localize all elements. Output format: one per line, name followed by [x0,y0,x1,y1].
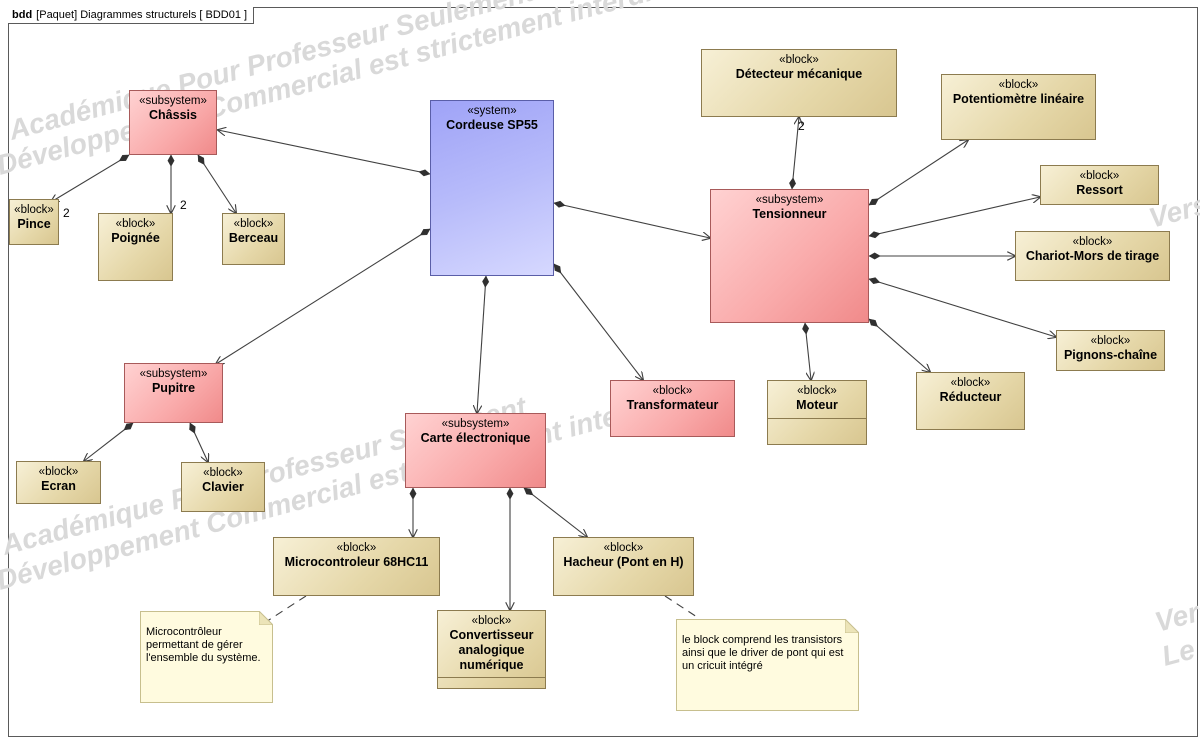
block-name: Tensionneur [752,207,827,221]
block-detecteur-mecanique[interactable]: «block» Détecteur mécanique [701,49,897,117]
block-name: Pince [17,217,51,231]
stereotype-label: «block» [115,218,156,230]
stereotype-label: «block» [1090,335,1131,347]
stereotype-label: «block» [233,218,274,230]
block-convertisseur[interactable]: «block» Convertisseur analogique numériq… [437,610,546,689]
block-name: Réducteur [939,390,1002,404]
stereotype-label: «block» [797,385,837,397]
composition-edge [477,276,486,413]
subsystem-chassis[interactable]: «subsystem» Châssis [129,90,217,155]
composition-edge [190,423,208,462]
block-name: Moteur [796,398,838,412]
note-anchor [664,595,701,620]
block-compartment [768,418,866,444]
block-name: Clavier [202,480,244,494]
composition-edge [524,487,587,537]
stereotype-label: «block» [38,466,79,478]
block-name: Pupitre [151,381,196,395]
subsystem-tensionneur[interactable]: «subsystem» Tensionneur [710,189,869,323]
block-name: Détecteur mécanique [735,67,863,81]
block-name: Transformateur [626,398,719,412]
block-name: Potentiomètre linéaire [952,92,1085,106]
stereotype-label: «block» [336,542,377,554]
block-reducteur[interactable]: «block» Réducteur [916,372,1025,430]
composition-edge [84,422,133,461]
block-name: Ecran [41,479,76,493]
stereotype-label: «block» [998,79,1039,91]
stereotype-label: «subsystem» [441,418,510,430]
composition-edge [869,197,1040,236]
block-ressort[interactable]: «block» Ressort [1040,165,1159,205]
stereotype-label: «block» [779,54,819,66]
multiplicity-label: 2 [63,206,70,220]
block-name: Carte électronique [420,431,531,445]
block-name: Cordeuse SP55 [446,118,538,132]
stereotype-label: «system» [467,105,517,117]
composition-edge [869,140,968,206]
stereotype-label: «block» [471,615,512,627]
note-fold-icon [259,611,273,625]
diagram-frame-header: bdd[Paquet] Diagrammes structurels [ BDD… [8,7,255,24]
subsystem-pupitre[interactable]: «subsystem» Pupitre [124,363,223,423]
stereotype-label: «block» [1079,170,1120,182]
composition-edge [554,203,710,238]
multiplicity-label: 2 [180,198,187,212]
comment-note-hacheur[interactable]: le block comprend les transistors ainsi … [676,619,859,711]
stereotype-label: «block» [950,377,991,389]
note-text: Microcontrôleur permettant de gérer l'en… [146,626,261,664]
stereotype-label: «block» [203,467,243,479]
block-name: Poignée [111,231,160,245]
composition-edge [869,318,930,372]
block-compartment [438,677,545,688]
block-pignons-chaine[interactable]: «block» Pignons-chaîne [1056,330,1165,371]
composition-edge [197,155,236,213]
block-ecran[interactable]: «block» Ecran [16,461,101,504]
block-name: Convertisseur analogique numérique [449,628,534,672]
diagram-title: [Paquet] Diagrammes structurels [ BDD01 … [36,9,248,21]
system-cordeuse-sp55[interactable]: «system» Cordeuse SP55 [430,100,554,276]
comment-note-microcontroleur[interactable]: Microcontrôleur permettant de gérer l'en… [140,611,273,703]
subsystem-carte-electronique[interactable]: «subsystem» Carte électronique [405,413,546,488]
block-microcontroleur[interactable]: «block» Microcontroleur 68HC11 [273,537,440,596]
composition-edge [218,130,430,174]
composition-edge [869,279,1056,337]
block-clavier[interactable]: «block» Clavier [181,462,265,512]
composition-edge [51,154,129,202]
stereotype-label: «subsystem» [139,368,208,380]
composition-edge [805,323,811,380]
block-hacheur[interactable]: «block» Hacheur (Pont en H) [553,537,694,596]
block-name: Châssis [149,108,197,122]
block-chariot-mors-de-tirage[interactable]: «block» Chariot-Mors de tirage [1015,231,1170,281]
multiplicity-label: 2 [798,119,805,133]
composition-edge [792,117,799,189]
diagram-kind: bdd [12,9,33,21]
stereotype-label: «block» [1072,236,1113,248]
note-text: le block comprend les transistors ainsi … [682,634,844,672]
stereotype-label: «block» [14,204,54,216]
block-name: Ressort [1076,183,1123,197]
block-name: Chariot-Mors de tirage [1025,249,1160,263]
block-name: Microcontroleur 68HC11 [284,555,429,569]
block-berceau[interactable]: «block» Berceau [222,213,285,265]
block-name: Berceau [228,231,279,245]
stereotype-label: «block» [603,542,644,554]
block-transformateur[interactable]: «block» Transformateur [610,380,735,437]
stereotype-label: «block» [652,385,693,397]
block-potentiometre-lineaire[interactable]: «block» Potentiomètre linéaire [941,74,1096,140]
stereotype-label: «subsystem» [755,194,824,206]
composition-edge [553,264,643,380]
block-poignee[interactable]: «block» Poignée [98,213,173,281]
block-name: Hacheur (Pont en H) [563,555,684,569]
stereotype-label: «subsystem» [139,95,207,107]
note-fold-icon [845,619,859,633]
block-pince[interactable]: «block» Pince [9,199,59,245]
block-moteur[interactable]: «block» Moteur [767,380,867,445]
block-name: Pignons-chaîne [1063,348,1158,362]
composition-edge [216,228,430,364]
